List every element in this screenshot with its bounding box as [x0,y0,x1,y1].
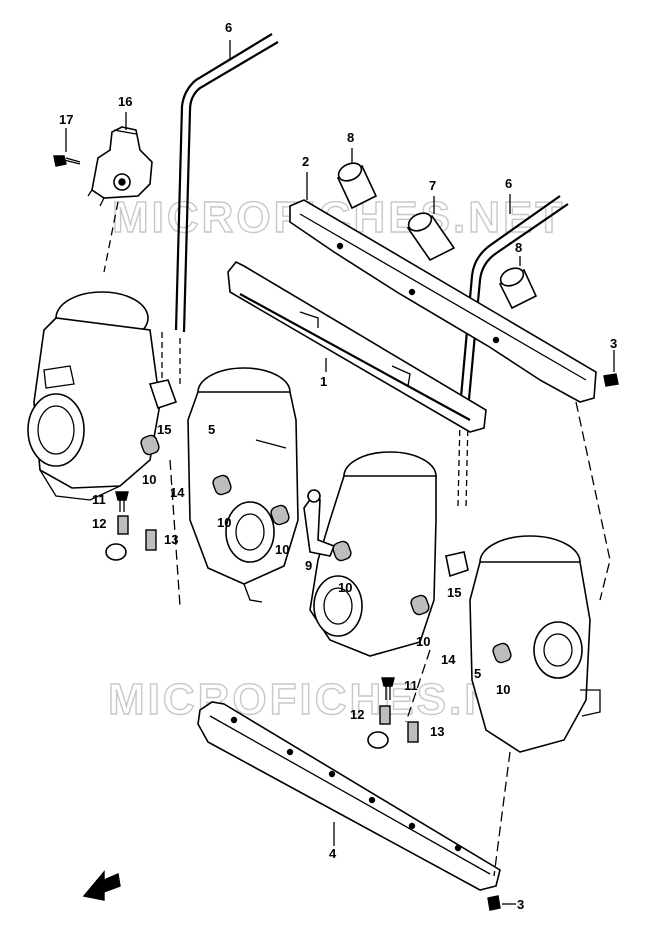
carburetor-2 [187,367,299,603]
label-5-left: 5 [208,422,215,437]
assembly-lines [169,401,611,877]
sensor-leader [103,201,119,273]
label-6-left: 6 [225,20,232,35]
caps-10 [140,434,512,664]
label-17: 17 [59,112,73,127]
carburetor-3 [309,451,437,657]
lower-plate [197,701,501,891]
throttle-link [227,260,487,433]
label-15-left: 15 [157,422,171,437]
label-14-right: 14 [441,652,456,667]
label-10-c: 10 [275,542,289,557]
label-6-right: 6 [505,176,512,191]
label-13-left: 13 [164,532,178,547]
label-1: 1 [320,374,327,389]
t-fitting [303,489,336,557]
label-12-left: 12 [92,516,106,531]
label-10-d: 10 [338,580,352,595]
carburetor-4 [469,535,601,753]
label-8-top: 8 [347,130,354,145]
bolt-3-top [603,373,619,387]
screws-right [367,677,419,749]
sensor-screw [53,155,81,167]
label-15-right: 15 [447,585,461,600]
label-3-top: 3 [610,336,617,351]
label-16: 16 [118,94,132,109]
carburetor-1 [27,291,161,501]
screws-left [105,491,157,561]
label-10-f: 10 [496,682,510,697]
fuel-hose-left [161,33,279,388]
hose-8-right [498,267,538,310]
label-10-e: 10 [416,634,430,649]
label-12-right: 12 [350,707,364,722]
hose-8-top [336,162,378,210]
joint-15-left [148,379,178,410]
label-11-left: 11 [92,492,106,507]
fuel-hose-right [457,195,569,509]
label-9: 9 [305,558,312,573]
upper-bracket [289,199,597,403]
label-10-a: 10 [142,472,156,487]
hose-7 [406,212,456,262]
bolt-3-bottom [487,895,501,911]
label-13-right: 13 [430,724,444,739]
label-11-right: 11 [404,678,418,693]
label-4: 4 [329,846,337,861]
label-10-b: 10 [217,515,231,530]
label-5-right: 5 [474,666,481,681]
throttle-sensor [87,126,153,207]
label-2: 2 [302,154,309,169]
label-3-bottom: 3 [517,897,524,912]
leader-lines [65,40,615,905]
front-arrow-icon [82,870,121,901]
joint-15-right [445,551,469,578]
label-7: 7 [429,178,436,193]
label-8-right: 8 [515,240,522,255]
label-14-left: 14 [170,485,185,500]
